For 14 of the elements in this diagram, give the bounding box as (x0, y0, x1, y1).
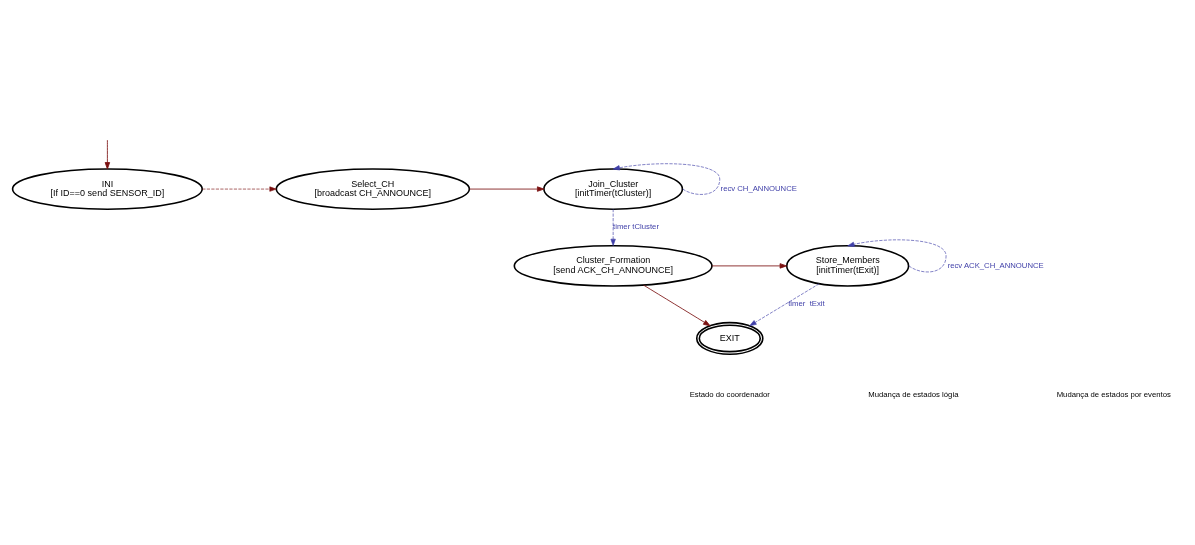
node-ellipse: Cluster_Formation [send ACK_CH_ANNOUNCE] (513, 244, 713, 287)
node-ellipse: Join_Cluster [initTimer(tCluster)] (543, 167, 684, 210)
arrow (847, 239, 947, 272)
node-ellipse: Select_CH [broadcast CH_ANNOUNCE] (275, 167, 471, 210)
arrow (643, 284, 711, 326)
arrow (469, 185, 545, 192)
arrow (612, 162, 721, 195)
arrow (610, 208, 616, 246)
arrow (749, 282, 820, 326)
node-ellipse: INI [If ID==0 send SENSOR_ID] (11, 167, 203, 210)
arrow (104, 139, 111, 169)
arrow (711, 262, 787, 269)
node-ellipse: Store_Members [initTimer(tExit)] (785, 244, 910, 287)
arrow (201, 186, 277, 192)
